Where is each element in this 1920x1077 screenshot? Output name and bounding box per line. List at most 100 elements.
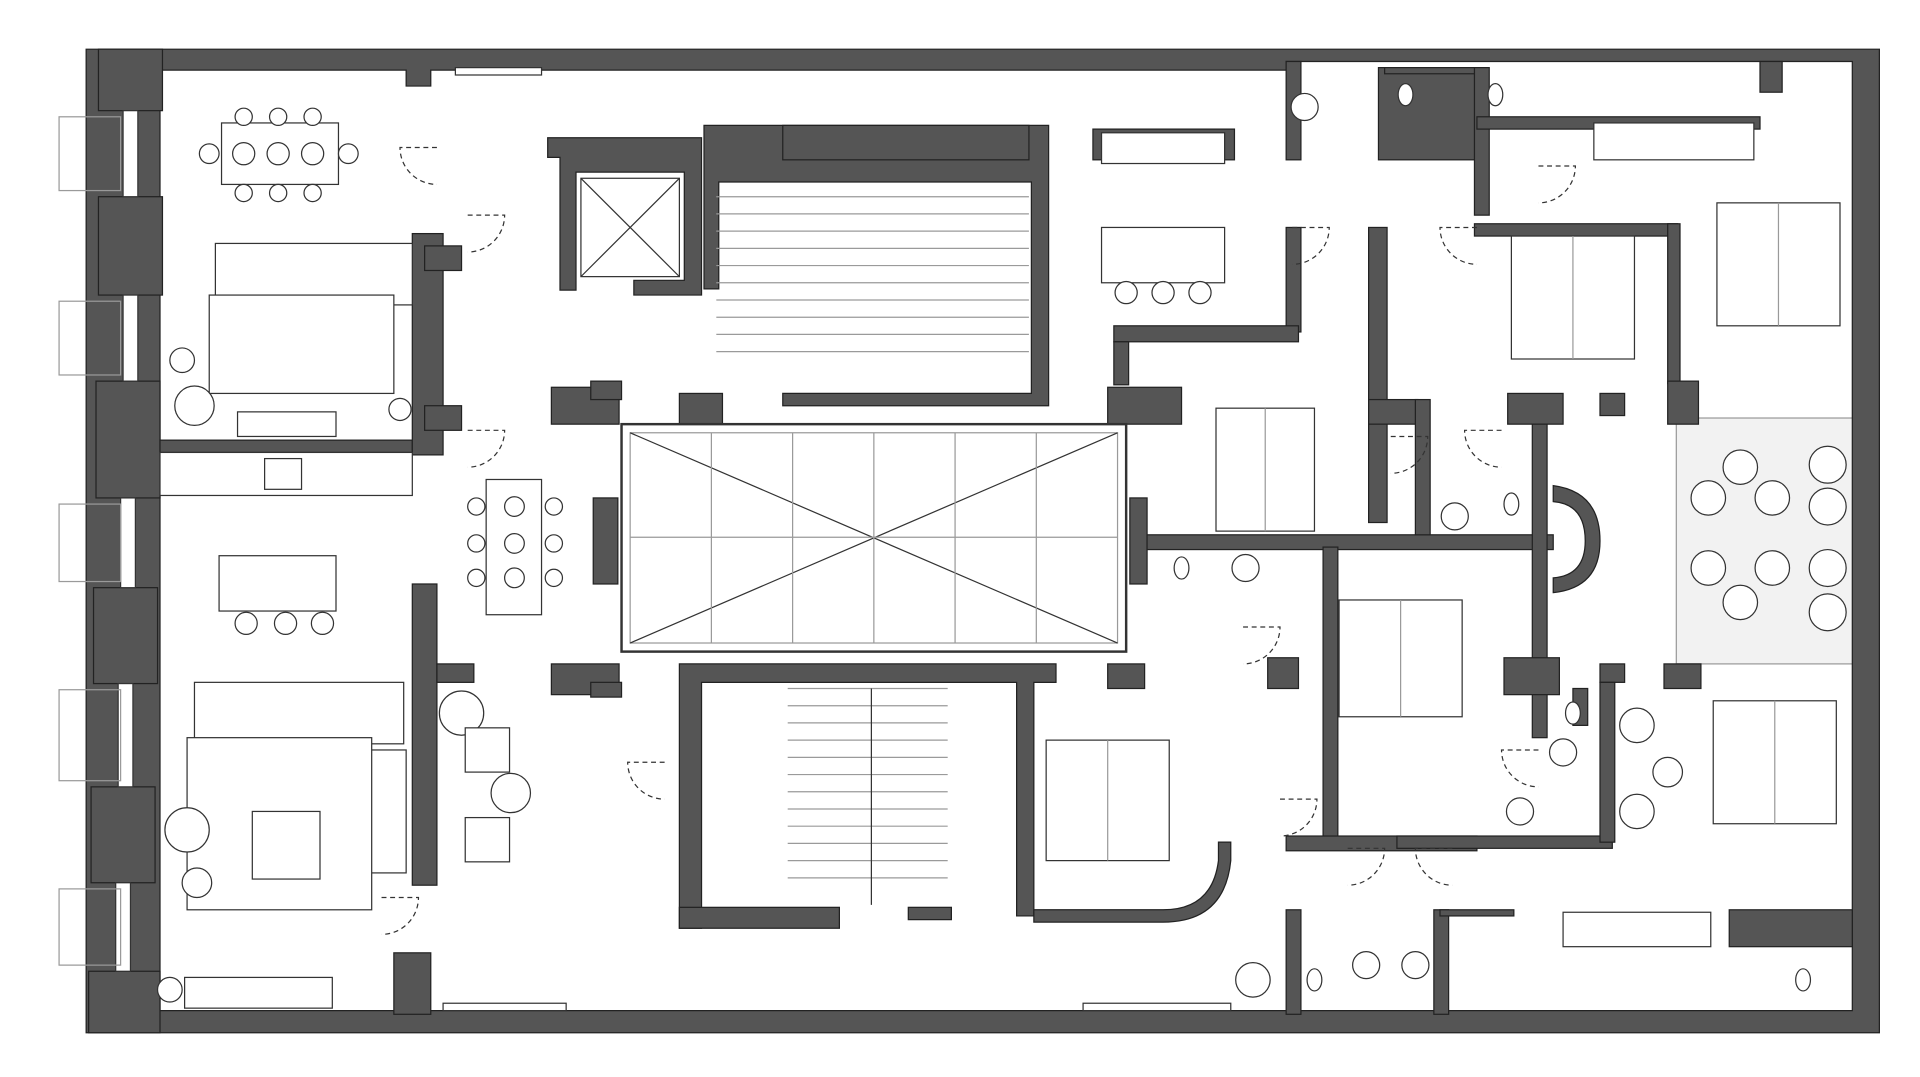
- bar-stool: [273, 611, 298, 636]
- washbasin: [1352, 950, 1381, 980]
- wall-segment: [1667, 380, 1700, 425]
- toilet: [1795, 968, 1812, 992]
- chair: [544, 534, 564, 553]
- washbasin: [1401, 950, 1430, 980]
- plate: [504, 567, 525, 589]
- sofa: [193, 681, 405, 745]
- console: [236, 411, 337, 438]
- chair: [467, 497, 486, 516]
- bar-stool: [1188, 280, 1212, 305]
- stairs: [580, 177, 1029, 905]
- balcony-rail: [58, 888, 122, 966]
- chair: [544, 568, 564, 588]
- door-swing: [467, 214, 506, 253]
- wall-segment: [590, 681, 623, 698]
- wall-segment: [1503, 657, 1561, 696]
- wall-segment: [1285, 226, 1302, 333]
- balcony-rail: [58, 689, 122, 782]
- lounge-chair: [1754, 480, 1791, 516]
- skylight-frame: [620, 422, 1128, 653]
- wall-segment: [92, 587, 159, 685]
- wall-segment: [1599, 392, 1626, 417]
- vanity: [1562, 911, 1712, 948]
- rug: [208, 294, 395, 395]
- toilet: [1173, 556, 1190, 580]
- bath-rug: [1235, 962, 1271, 998]
- lounge-chair: [1754, 550, 1791, 586]
- plate: [300, 142, 325, 166]
- planter: [1808, 445, 1847, 484]
- chair: [234, 107, 253, 127]
- toilet: [1487, 82, 1504, 107]
- walls: [85, 48, 1880, 1034]
- toilet: [1503, 492, 1520, 516]
- wall-segment: [1599, 663, 1626, 683]
- plate: [232, 142, 256, 166]
- central-atrium: [620, 422, 1128, 653]
- armchair: [1619, 707, 1655, 744]
- window: [454, 67, 543, 76]
- door-swing: [467, 429, 506, 468]
- wall-segment: [1473, 223, 1679, 237]
- wall-segment: [436, 663, 475, 683]
- door-swing: [1243, 626, 1281, 665]
- wall-segment: [678, 906, 841, 929]
- washbasin: [1290, 92, 1319, 122]
- wall-segment: [1113, 325, 1300, 343]
- chair: [303, 107, 322, 127]
- plate: [504, 532, 525, 554]
- chair: [467, 534, 486, 553]
- chair: [467, 568, 486, 588]
- chair: [303, 183, 322, 203]
- washbasin: [1440, 502, 1469, 531]
- wall-segment: [97, 48, 164, 112]
- window: [117, 682, 134, 788]
- washbasin: [1505, 797, 1535, 826]
- round-table: [438, 690, 485, 736]
- armchair: [164, 807, 210, 853]
- elevator-shaft: [580, 177, 680, 278]
- bar-stool: [1114, 280, 1138, 305]
- chair: [198, 143, 220, 165]
- wall-segment: [1433, 909, 1450, 1015]
- wall-segment: [1267, 657, 1300, 690]
- planter: [1808, 548, 1847, 588]
- balcony-rail: [58, 300, 122, 376]
- wall-segment: [1728, 909, 1853, 948]
- wall-segment: [90, 786, 156, 884]
- window: [115, 882, 132, 972]
- wall-segment: [424, 405, 463, 431]
- window: [120, 497, 136, 589]
- wall-segment: [95, 380, 161, 499]
- curved-wall: [1033, 841, 1232, 923]
- wall-segment: [590, 380, 623, 401]
- planter: [1808, 487, 1847, 526]
- side-table: [490, 772, 532, 814]
- lounge-chair: [464, 816, 511, 863]
- toilet: [1564, 701, 1581, 725]
- plate: [504, 496, 525, 517]
- balcony-rail: [58, 116, 122, 192]
- wall-segment: [1146, 534, 1554, 551]
- side-table: [169, 347, 196, 374]
- kitchen-island: [1100, 226, 1226, 284]
- armchair: [174, 385, 215, 427]
- chair: [268, 107, 288, 127]
- sink: [264, 457, 303, 490]
- furniture: [156, 82, 1847, 1009]
- bar-stool: [1151, 280, 1175, 305]
- doors: [381, 146, 1577, 935]
- lower-stair-wall: [678, 663, 1057, 929]
- armchair: [1619, 793, 1655, 830]
- door-swing: [1538, 165, 1577, 204]
- bar-stool: [310, 611, 335, 636]
- vanity: [1593, 122, 1755, 161]
- toilet: [1306, 968, 1323, 992]
- wall-segment: [393, 952, 432, 1015]
- plate: [266, 142, 290, 166]
- wall-segment: [1384, 67, 1478, 75]
- door-swing: [627, 761, 665, 800]
- wall-segment: [1473, 67, 1490, 216]
- lamp: [156, 976, 183, 1003]
